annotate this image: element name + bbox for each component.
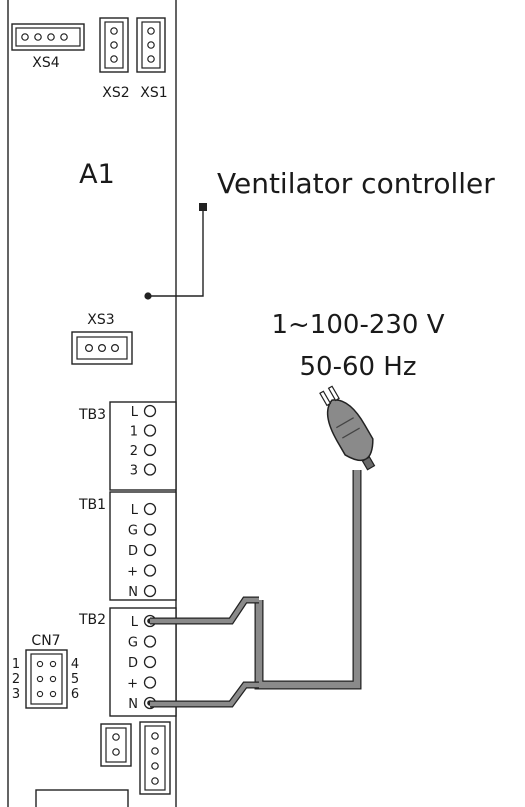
tb1-pin-terminal [143, 564, 157, 577]
tb3-pin-terminal [143, 443, 157, 457]
tb3-pin-label: 3 [130, 464, 138, 479]
tb1-pin-label: + [127, 565, 138, 580]
xs1-connector [136, 17, 166, 73]
pointer-square [199, 203, 207, 211]
cn7-pin-2: 2 [12, 672, 20, 687]
bottom-connector-partial [35, 789, 129, 807]
tb3-pin-label: L [131, 405, 139, 420]
xs2-label: XS2 [102, 85, 129, 101]
power-cable [150, 470, 362, 708]
tb1-pins: LGD + N [127, 502, 157, 600]
tb2-pin-terminal [143, 655, 157, 669]
tb3-pin-label: 2 [130, 444, 138, 459]
cn7-connector [25, 649, 68, 709]
cn7-pin-1: 1 [12, 657, 20, 672]
tb1-label: TB1 [78, 497, 106, 513]
cn7-pin-3: 3 [12, 687, 20, 702]
board-name: A1 [79, 159, 115, 190]
title-pointer-line [148, 207, 204, 297]
xs3-connector [71, 331, 133, 365]
cn7-label: CN7 [31, 633, 60, 649]
tb1-pin-label: G [128, 524, 138, 539]
tb3-pin-label: 1 [130, 425, 138, 440]
tb1-pin-terminal [143, 502, 157, 516]
cn7-pin-6: 6 [71, 687, 79, 702]
xs3-label: XS3 [87, 312, 114, 328]
tb2-pin-label: D [128, 656, 138, 671]
tb1-pin-label: N [128, 585, 138, 600]
xs2-connector [99, 17, 129, 73]
cn7-pin-5: 5 [71, 672, 79, 687]
pointer-dot [144, 292, 152, 300]
tb2-pin-label: + [127, 677, 138, 692]
xs4-label: XS4 [32, 55, 59, 71]
ventilator-controller-title: Ventilator controller [217, 167, 495, 200]
tb2-pin-label: G [128, 636, 138, 651]
tb1-pin-terminal [143, 523, 157, 536]
tb3-label: TB3 [78, 407, 106, 423]
tb2-pin-label: L [131, 615, 139, 630]
tb2-pin-terminal [143, 676, 157, 689]
tb2-pin-label: N [128, 697, 138, 712]
tb2-label: TB2 [78, 612, 106, 628]
tb3-pin-terminal [143, 424, 157, 437]
frequency-label: 50-60 Hz [299, 352, 416, 382]
voltage-label: 1~100-230 V [271, 310, 444, 340]
tb1-block [109, 491, 177, 601]
tb1-pin-label: L [131, 503, 139, 518]
tb3-pin-terminal [143, 404, 157, 418]
xs4-connector [11, 23, 85, 51]
bottom-connector-4pin [139, 721, 171, 795]
tb1-pin-label: D [128, 544, 138, 559]
bottom-connector-2pin [100, 723, 132, 767]
tb3-block [109, 401, 177, 491]
tb1-pin-terminal [143, 584, 157, 598]
tb2-pin-terminal [143, 635, 157, 648]
tb2-block [109, 607, 177, 717]
cn7-pin-4: 4 [71, 657, 79, 672]
tb1-pin-terminal [143, 543, 157, 557]
power-plug-icon [319, 385, 376, 471]
tb3-pin-terminal [143, 463, 157, 476]
tb3-pins: L 1 2 3 [130, 404, 157, 479]
xs1-label: XS1 [140, 85, 167, 101]
